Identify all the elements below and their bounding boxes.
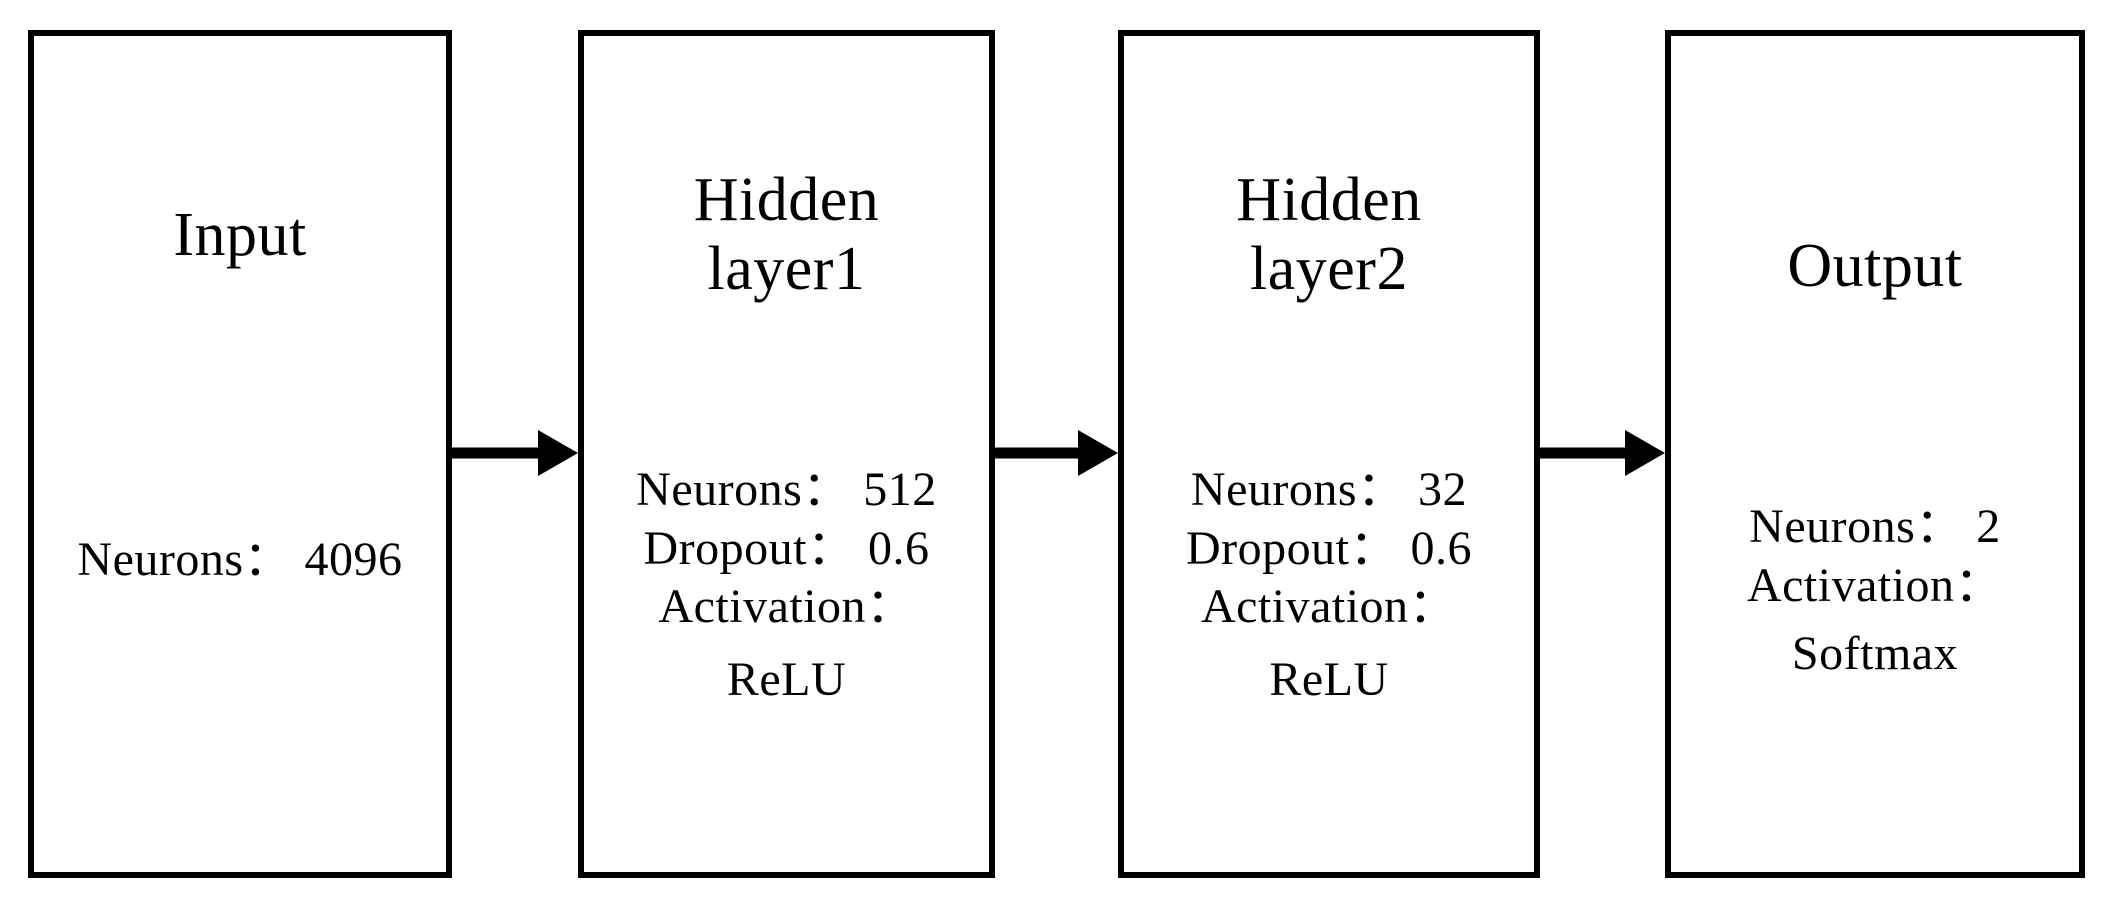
detail-neurons: Neurons： 32 [1190, 463, 1468, 516]
layer-title-hidden-layer-2: Hidden layer2 [1236, 166, 1422, 304]
layer-box-output[interactable]: Output Neurons： 2 Activation： Softmax [1665, 30, 2085, 878]
layer-box-hidden-layer-1[interactable]: Hidden layer1 Neurons： 512 Dropout： 0.6 … [578, 30, 995, 878]
arrow-hidden2-to-output [1540, 423, 1665, 483]
layer-title-input: Input [173, 201, 307, 269]
detail-neurons: Neurons： 4096 [77, 533, 403, 586]
layer-details-hidden-layer-1: Neurons： 512 Dropout： 0.6 Activation： Re… [584, 461, 989, 709]
layer-box-input[interactable]: Input Neurons： 4096 [28, 30, 452, 878]
layer-title-output: Output [1787, 232, 1963, 300]
detail-activation-value: Softmax [1791, 627, 1959, 681]
layer-details-hidden-layer-2: Neurons： 32 Dropout： 0.6 Activation： ReL… [1124, 461, 1534, 709]
arrow-hidden1-to-hidden2 [995, 423, 1118, 483]
layer-details-input: Neurons： 4096 [34, 531, 446, 590]
detail-activation-value: ReLU [726, 652, 847, 706]
detail-dropout: Dropout： 0.6 [643, 521, 930, 575]
detail-activation-value: ReLU [1269, 652, 1389, 706]
layer-box-hidden-layer-2[interactable]: Hidden layer2 Neurons： 32 Dropout： 0.6 A… [1118, 30, 1540, 878]
detail-activation-label: Activation： [1200, 580, 1458, 634]
layer-title-hidden-layer-1: Hidden layer1 [693, 166, 880, 304]
arrow-input-to-hidden1 [452, 423, 578, 483]
detail-dropout: Dropout： 0.6 [1186, 521, 1472, 575]
detail-activation-label: Activation： [1746, 558, 2004, 612]
detail-activation-label: Activation： [658, 580, 915, 634]
detail-neurons: Neurons： 512 [636, 463, 937, 516]
detail-neurons: Neurons： 2 [1749, 500, 2001, 553]
layer-details-output: Neurons： 2 Activation： Softmax [1671, 498, 2079, 684]
